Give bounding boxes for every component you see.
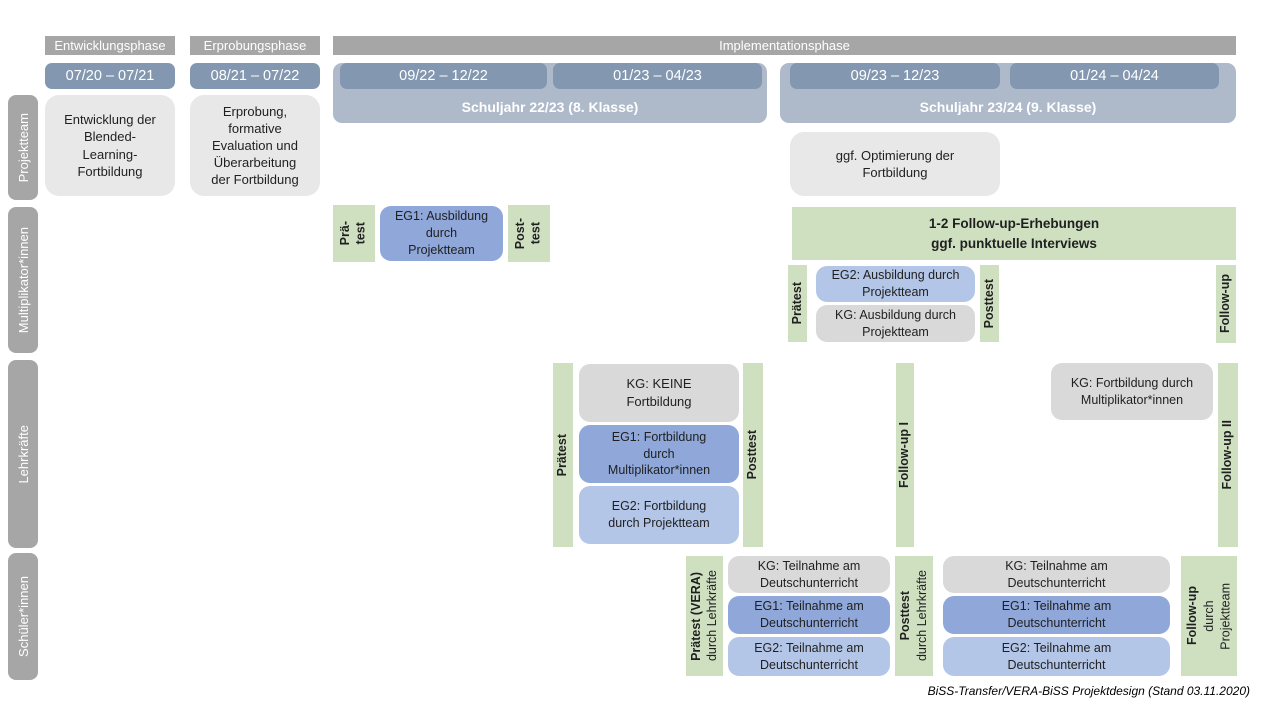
box-mult-posttest-1: Post- test <box>508 205 550 262</box>
period-0821-0722: 08/21 – 07/22 <box>190 63 320 89</box>
box-schueler-posttest-label: Posttest <box>898 591 913 641</box>
box-lehr-posttest-text: Posttest <box>745 430 760 480</box>
box-mult-kg-ausbildung: KG: Ausbildung durch Projektteam <box>816 305 975 342</box>
schoolyear-2324-label: Schuljahr 23/24 (9. Klasse) <box>919 99 1097 115</box>
box-mult-posttest-2-text: Posttest <box>981 278 996 329</box>
box-mult-praetest-1-text: Prä- test <box>338 221 368 246</box>
box-ggf-optimierung: ggf. Optimierung der Fortbildung <box>790 132 1000 196</box>
row-label-schuelerinnen: Schüler*innen <box>8 553 38 680</box>
box-schueler-kg-1: KG: Teilnahme am Deutschunterricht <box>728 556 890 593</box>
row-label-multiplikatorinnen-text: Multiplikator*innen <box>15 226 31 334</box>
box-schueler-kg-2: KG: Teilnahme am Deutschunterricht <box>943 556 1170 593</box>
box-schueler-followup: Follow-up durch Projektteam <box>1181 556 1237 676</box>
box-lehr-followup-1: Follow-up I <box>896 363 914 547</box>
box-mult-followup: Follow-up <box>1216 265 1236 343</box>
phase-header-implementationsphase: Implementationsphase <box>333 36 1236 55</box>
period-0922-1222: 09/22 – 12/22 <box>340 63 547 89</box>
box-lehr-praetest: Prätest <box>553 363 573 547</box>
row-label-lehrkraefte: Lehrkräfte <box>8 360 38 548</box>
box-lehr-kg-keine: KG: KEINE Fortbildung <box>579 364 739 422</box>
box-schueler-followup-sub: durch Projektteam <box>1201 582 1232 650</box>
box-mult-posttest-1-text: Post- test <box>513 217 543 250</box>
box-schueler-eg1-1: EG1: Teilnahme am Deutschunterricht <box>728 596 890 634</box>
row-label-lehrkraefte-text: Lehrkräfte <box>15 424 31 484</box>
phase-header-entwicklungsphase: Entwicklungsphase <box>45 36 175 55</box>
box-schueler-eg2-1: EG2: Teilnahme am Deutschunterricht <box>728 637 890 676</box>
box-schueler-eg2-2: EG2: Teilnahme am Deutschunterricht <box>943 637 1170 676</box>
box-mult-eg1-ausbildung: EG1: Ausbildung durch Projektteam <box>380 206 503 261</box>
box-mult-posttest-2: Posttest <box>980 265 999 342</box>
box-schueler-eg1-2: EG1: Teilnahme am Deutschunterricht <box>943 596 1170 634</box>
box-schueler-posttest: Posttest durch Lehrkräfte <box>895 556 933 676</box>
box-erprobung-evaluation: Erprobung, formative Evaluation und Über… <box>190 95 320 196</box>
box-mult-eg2-ausbildung: EG2: Ausbildung durch Projektteam <box>816 266 975 302</box>
box-lehr-eg1-fortbildung: EG1: Fortbildung durch Multiplikator*inn… <box>579 425 739 483</box>
box-schueler-praetest-vera-sub: durch Lehrkräfte <box>705 570 720 662</box>
box-lehr-followup-2-text: Follow-up II <box>1220 420 1235 490</box>
box-lehr-praetest-text: Prätest <box>555 433 570 477</box>
box-lehr-eg2-fortbildung: EG2: Fortbildung durch Projektteam <box>579 486 739 544</box>
box-schueler-praetest-vera-label: Prätest (VERA) <box>688 571 703 661</box>
box-lehr-followup-1-text: Follow-up I <box>897 422 912 488</box>
period-0923-1223: 09/23 – 12/23 <box>790 63 1000 89</box>
period-0720-0721: 07/20 – 07/21 <box>45 63 175 89</box>
box-lehr-followup-2: Follow-up II <box>1218 363 1238 547</box>
diagram-caption: BiSS-Transfer/VERA-BiSS Projektdesign (S… <box>927 684 1250 698</box>
box-schueler-posttest-sub: durch Lehrkräfte <box>914 570 929 662</box>
box-mult-praetest-2-text: Prätest <box>789 282 804 325</box>
box-mult-praetest-1: Prä- test <box>333 205 375 262</box>
row-label-projektteam: Projektteam <box>8 95 38 200</box>
period-0123-0423: 01/23 – 04/23 <box>553 63 762 89</box>
box-entwicklung-blended-learning: Entwicklung der Blended- Learning- Fortb… <box>45 95 175 196</box>
box-mult-praetest-2: Prätest <box>788 265 807 342</box>
phase-header-erprobungsphase: Erprobungsphase <box>190 36 320 55</box>
period-0124-0424: 01/24 – 04/24 <box>1010 63 1219 89</box>
row-label-multiplikatorinnen: Multiplikator*innen <box>8 207 38 353</box>
box-schueler-followup-label: Follow-up <box>1184 586 1199 646</box>
box-lehr-kg-fortbildung: KG: Fortbildung durch Multiplikator*inne… <box>1051 363 1213 420</box>
bar-followup-erhebungen: 1-2 Follow-up-Erhebungen ggf. punktuelle… <box>792 207 1236 260</box>
box-mult-followup-text: Follow-up <box>1218 274 1233 334</box>
row-label-projektteam-text: Projektteam <box>15 112 31 183</box>
row-label-schuelerinnen-text: Schüler*innen <box>15 576 31 657</box>
schoolyear-2223-label: Schuljahr 22/23 (8. Klasse) <box>461 99 639 115</box>
box-lehr-posttest: Posttest <box>743 363 763 547</box>
box-schueler-praetest-vera: Prätest (VERA) durch Lehrkräfte <box>686 556 723 676</box>
